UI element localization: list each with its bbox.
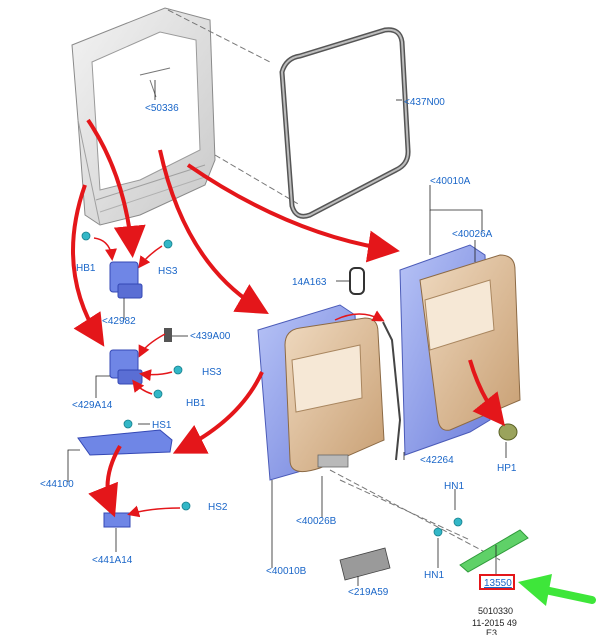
fastener-clips [81,231,463,537]
upper-door-assembly-part [399,244,521,456]
label-13550[interactable]: 13550 [484,578,512,589]
highlight-box [479,574,515,590]
label-hs1[interactable]: HS1 [152,420,172,431]
label-50336[interactable]: <50336 [145,103,179,114]
moulding-13550-part [459,529,529,573]
label-hs2[interactable]: HS2 [208,502,228,513]
dashed-guide-lines [167,9,501,561]
clip-hs3-mid [173,365,183,375]
label-439a00[interactable]: <439A00 [190,331,231,342]
label-441a14[interactable]: <441A14 [92,555,133,566]
label-hn1-bot[interactable]: HN1 [424,570,444,581]
hinge-arm-44100-part [77,429,173,456]
footer-code: 5010330 [478,606,513,616]
weatherstrip-14a163-part [349,267,365,295]
part-labels: <50336 <437N00 <40010A <40026A 14A163 HB… [40,97,517,598]
clip-hn1-top [453,517,463,527]
selected-part-13550[interactable]: 13550 [479,574,515,590]
label-hn1-top[interactable]: HN1 [444,481,464,492]
bracket-441a14-part [103,512,131,528]
clip-hs2 [181,501,191,511]
label-hs3-top[interactable]: HS3 [158,266,178,277]
label-hp1[interactable]: HP1 [497,463,517,474]
label-40010b[interactable]: <40010B [266,566,307,577]
diagram-footer: 5010330 11-2015 49 E3 [472,606,517,635]
hinge-lower-429a14-part [109,349,143,385]
footer-date: 11-2015 49 [472,618,517,628]
label-40026b[interactable]: <40026B [296,516,337,527]
label-hb1-mid[interactable]: HB1 [186,398,206,409]
label-40026a[interactable]: <40026A [452,229,493,240]
hinge-upper-42982-part [109,261,143,299]
leader-lines [67,80,507,586]
check-strap-42264-part [382,321,402,461]
label-hb1-top[interactable]: HB1 [76,263,96,274]
clip-hs1 [123,419,133,429]
footer-extra: E3 [486,628,497,635]
thin-red-arrows [93,237,385,518]
label-219a59[interactable]: <219A59 [348,587,389,598]
door-seal-part [279,27,411,219]
red-arrows [71,118,505,518]
clip-hb1-mid [153,389,163,399]
label-42264[interactable]: <42264 [420,455,454,466]
bumper-439a00-part [164,328,172,342]
clip-hs3-top [163,239,173,249]
clip-hn1-bot [433,527,443,537]
label-14a163[interactable]: 14A163 [292,277,327,288]
body-side-frame-part [71,7,216,226]
nameplate-219a59-part [339,547,391,581]
lower-door-assembly-part [257,304,385,481]
label-42982[interactable]: <42982 [102,316,136,327]
label-44100[interactable]: <44100 [40,479,74,490]
bumper-hp1-part [498,423,518,441]
green-pointer-arrow-icon [518,574,596,606]
clip-hb1-top [81,231,91,241]
label-hs3-mid[interactable]: HS3 [202,367,222,378]
label-437n00[interactable]: <437N00 [404,97,445,108]
label-40010a[interactable]: <40010A [430,176,471,187]
label-429a14[interactable]: <429A14 [72,400,113,411]
